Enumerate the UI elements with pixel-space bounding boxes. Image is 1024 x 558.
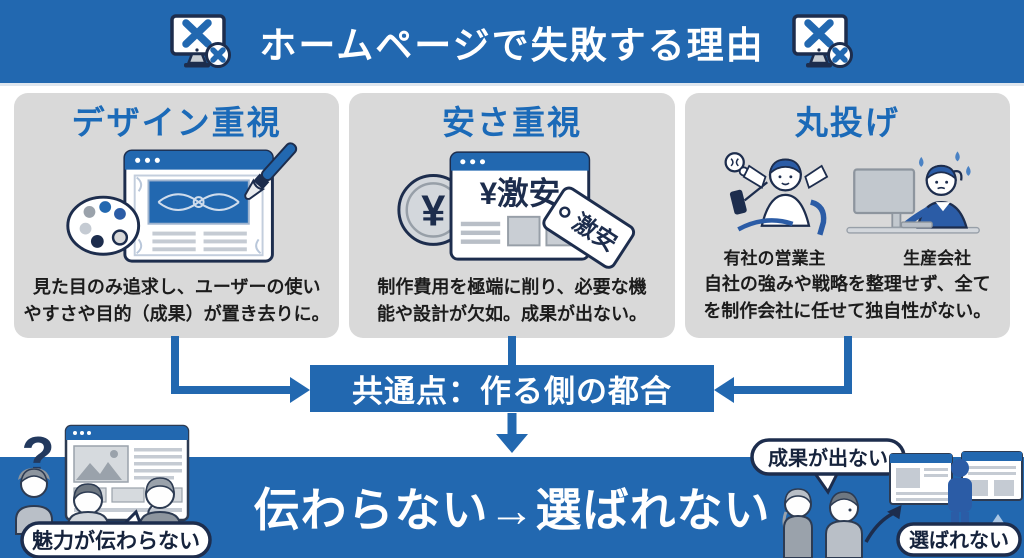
desc-line: やすさや目的（成果）が置き去りに。 — [23, 303, 330, 324]
banner-text: ¥激安 — [480, 176, 560, 211]
header-banner: ホームページで失敗する理由 — [0, 0, 1024, 86]
card-design-focus: デザイン重視 — [14, 93, 340, 338]
label-business-owner: 有社の営業主 — [723, 248, 826, 268]
card-description: 自社の強みや戦略を整理せず、全て を制作会社に任せて独自性がない。 — [703, 271, 991, 325]
desc-line: 能や設計が欠如。成果が出ない。 — [376, 303, 647, 324]
outsourcing-illustration — [697, 146, 997, 242]
common-point-text: 共通点：作る側の都合 — [352, 374, 672, 409]
yen-symbol: ¥ — [421, 187, 445, 235]
walking-away-users-illustration: 成果が出ない 選ばれない — [750, 438, 1023, 558]
arrowhead-right — [290, 377, 310, 403]
desc-line: を制作会社に任せて独自性がない。 — [703, 300, 992, 321]
cheap-illustration: ¥ ¥激安 激安 — [393, 146, 636, 269]
label-production-company: 生産会社 — [903, 248, 972, 268]
monitor-error-icon — [791, 13, 853, 68]
ornate-webpage-palette-brush-icon — [66, 141, 297, 263]
card-outsourcing: 丸投げ — [684, 93, 1010, 338]
card-description: 見た目のみ追求し、ユーザーの使い やすさや目的（成果）が置き去りに。 — [24, 274, 330, 328]
coin-webpage-pricetag-icon: ¥ ¥激安 激安 — [397, 151, 636, 269]
card-title: デザイン重視 — [71, 104, 282, 141]
card-title: 安さ重視 — [441, 104, 582, 141]
card-cheapness-focus: 安さ重視 ¥ ¥激安 — [349, 93, 675, 338]
arrowhead-down — [496, 434, 528, 453]
common-point-box: 共通点：作る側の都合 — [310, 365, 714, 412]
scene-labels: 有社の営業主 生産会社 — [685, 244, 1010, 269]
card-description: 制作費用を極端に削り、必要な機 能や設計が欠如。成果が出ない。 — [377, 274, 647, 328]
arrowhead-left — [714, 377, 734, 403]
desc-line: 制作費用を極端に削り、必要な機 — [377, 276, 647, 297]
design-illustration — [62, 141, 297, 268]
confused-visitors-illustration: ? 魅力が伝わらない — [15, 424, 212, 558]
bubble-appeal-not-conveyed: 魅力が伝わらない — [32, 529, 200, 553]
monitor-error-icon — [170, 13, 232, 68]
desc-line: 見た目のみ追求し、ユーザーの使い — [32, 276, 321, 297]
card-title: 丸投げ — [794, 104, 900, 141]
page-title: ホームページで失敗する理由 — [259, 24, 765, 66]
conclusion-text: 伝わらない→選ばれない — [253, 484, 771, 536]
desc-line: 自社の強みや戦略を整理せず、全て — [703, 273, 991, 294]
reason-cards: デザイン重視 — [14, 93, 1010, 338]
bubble-not-chosen: 選ばれない — [909, 529, 1009, 552]
relaxed-owner-stressed-maker-icon — [724, 151, 981, 236]
bubble-no-results: 成果が出ない — [768, 446, 888, 470]
